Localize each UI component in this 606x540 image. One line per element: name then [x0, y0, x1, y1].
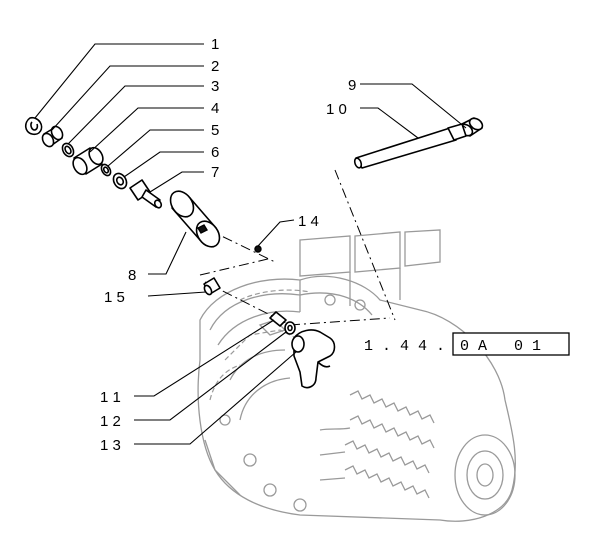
leader-lines [34, 43, 467, 445]
callout-15: 1 5 [104, 289, 125, 306]
reference-callout: 1 . 4 4 . 0 A 0 1 [364, 332, 570, 356]
assembly-axes [199, 169, 396, 326]
callout-3: 3 [211, 78, 219, 95]
part-2-bush [41, 125, 64, 148]
part-3-o-ring [61, 142, 75, 158]
callout-1: 1 [211, 36, 219, 53]
part-7-plunger [129, 179, 163, 209]
gear-teeth-ghost [319, 390, 435, 499]
callout-7: 7 [211, 164, 219, 181]
part-14-detent [254, 245, 262, 253]
callout-5: 5 [211, 122, 219, 139]
part-13-shift-fork [291, 329, 336, 389]
reference-box [452, 332, 570, 356]
reference-code: 0 A 0 1 [460, 338, 541, 355]
part-4-cup [72, 146, 104, 176]
callout-14: 1 4 [298, 213, 319, 230]
callout-2: 2 [211, 58, 219, 75]
callout-6: 6 [211, 144, 219, 161]
callout-13: 1 3 [100, 437, 121, 454]
part-1-circlip [24, 116, 43, 136]
part-15-screw [203, 277, 221, 296]
callout-10: 1 0 [326, 101, 347, 118]
part-6-washer [112, 172, 128, 190]
callout-9: 9 [348, 77, 356, 94]
part-10-shaft [353, 123, 467, 169]
callout-11: 1 1 [100, 389, 121, 406]
part-5-seal [100, 163, 112, 177]
part-11-pin [269, 311, 287, 327]
callout-12: 1 2 [100, 413, 121, 430]
part-8-cylinder [169, 190, 221, 248]
gearbox-housing-ghost [197, 229, 516, 522]
reference-prefix: 1 . 4 4 . [364, 338, 445, 355]
callout-labels: 1 2 3 4 5 6 7 8 9 1 0 1 1 1 2 1 3 1 4 1 … [100, 36, 356, 454]
callout-8: 8 [128, 267, 136, 284]
callout-4: 4 [211, 100, 219, 117]
part-12-ring [284, 321, 296, 335]
